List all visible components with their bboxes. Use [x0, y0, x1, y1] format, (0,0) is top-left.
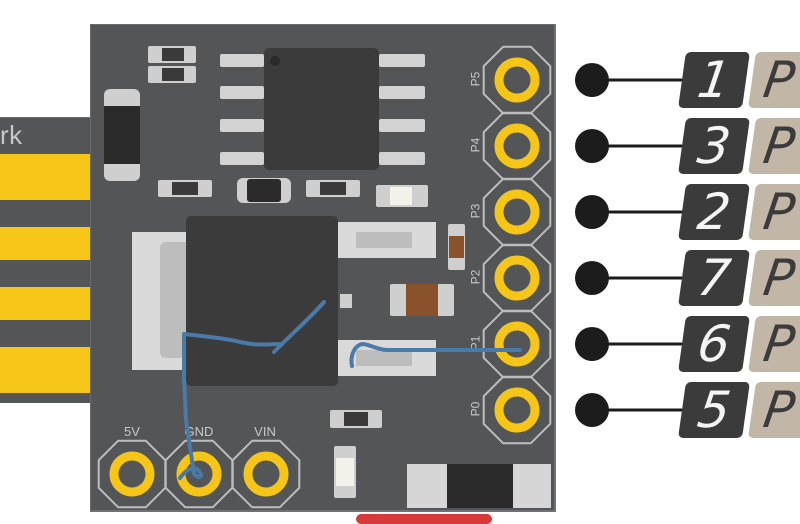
pin-number-text: 7: [694, 249, 734, 307]
switch-pad: [407, 464, 447, 508]
partial-red-element: [356, 514, 492, 524]
capacitor-body-brown: [406, 284, 438, 316]
smd-resistor-body: [320, 182, 346, 195]
pin-number-badge: 2: [678, 183, 750, 241]
smd-resistor-body: [344, 412, 368, 426]
mapping-dot: [575, 195, 609, 229]
power-label-5v: 5V: [124, 424, 140, 439]
usb-pad: [0, 154, 92, 200]
diode-body: [104, 106, 140, 164]
usb-pad: [0, 287, 92, 320]
pin-tag-badge: P: [748, 316, 800, 372]
pin-tag-badge: P: [748, 250, 800, 306]
smd-resistor-body: [172, 182, 198, 195]
regulator-lead-inner: [356, 232, 412, 248]
chip-lead: [220, 54, 264, 67]
switch-body: [447, 464, 513, 508]
pin-label-p3: P3: [468, 203, 483, 219]
mapping-dot: [575, 129, 609, 163]
smd-resistor-body: [162, 68, 184, 81]
pin-tag-badge: P: [748, 118, 800, 174]
pin-number-badge: 7: [678, 249, 750, 307]
chip-lead: [379, 119, 425, 132]
mapping-dot: [575, 261, 609, 295]
pin-label-p5: P5: [468, 71, 483, 87]
resistor-body-brown: [449, 236, 464, 258]
attiny85-chip: [264, 48, 379, 170]
pin-number-text: 6: [694, 315, 734, 373]
usb-pad: [0, 227, 92, 260]
pin-tag-badge: P: [748, 184, 800, 240]
pin-number-badge: 3: [678, 117, 750, 175]
power-led-body: [336, 458, 354, 486]
pin-tag-badge: P: [748, 52, 800, 108]
usb-label: rk: [0, 120, 23, 150]
pin-label-p0: P0: [468, 401, 483, 417]
usb-pad: [0, 347, 92, 393]
switch-pad: [513, 464, 551, 508]
chip-lead: [220, 152, 264, 165]
smd-resistor-body: [162, 48, 184, 61]
pin-number-badge: 6: [678, 315, 750, 373]
chip-lead: [379, 152, 425, 165]
power-label-gnd: GND: [184, 424, 214, 439]
voltage-regulator: [186, 216, 338, 386]
pin-tag-badge: P: [748, 382, 800, 438]
pin-number-text: 1: [694, 51, 734, 109]
mapping-dot: [575, 393, 609, 427]
pin-number-text: 2: [694, 183, 734, 241]
regulator-small-lead: [340, 294, 352, 308]
pin-number-badge: 5: [678, 381, 750, 439]
pin-label-p1: P1: [468, 335, 483, 351]
mapping-dot: [575, 327, 609, 361]
regulator-lead-inner: [356, 350, 412, 366]
led-body: [390, 187, 412, 205]
mapping-dot: [575, 63, 609, 97]
chip-lead: [379, 54, 425, 67]
pin-number-badge: 1: [678, 51, 750, 109]
pin-number-text: 3: [694, 117, 734, 175]
chip-lead: [220, 119, 264, 132]
pin-label-p2: P2: [468, 269, 483, 285]
pin-label-p4: P4: [468, 137, 483, 153]
chip-lead: [220, 86, 264, 99]
smd-capacitor-body: [247, 179, 281, 202]
power-label-vin: VIN: [254, 424, 276, 439]
chip-lead: [379, 86, 425, 99]
pin-number-text: 5: [694, 381, 734, 439]
pin1-marker: [270, 56, 280, 66]
